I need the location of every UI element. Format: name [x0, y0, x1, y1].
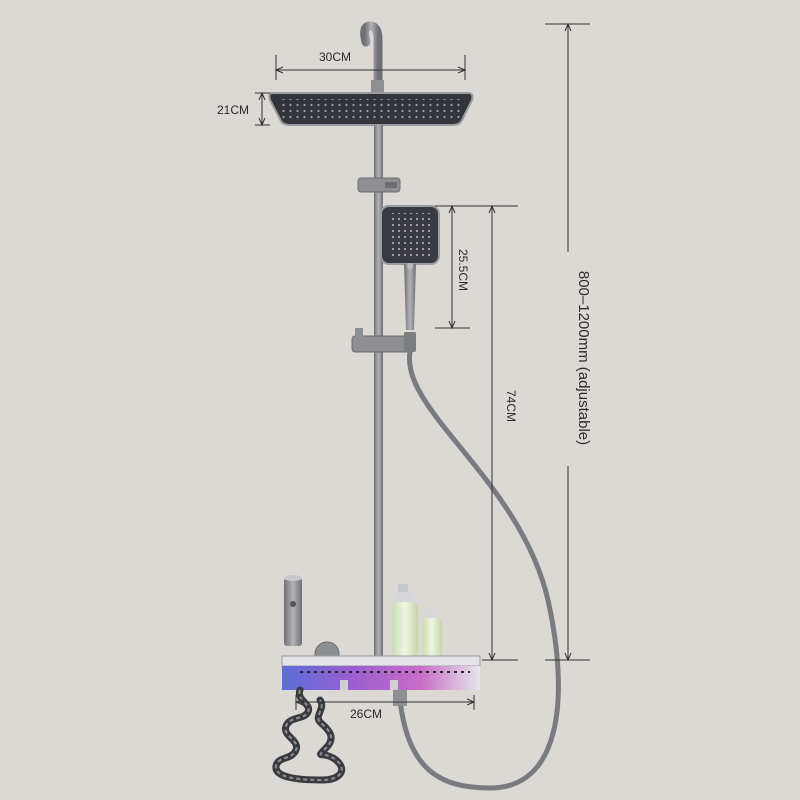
rain-head-width-label: 30CM: [319, 50, 351, 64]
hand-shower-icon: [380, 205, 440, 330]
upper-holder: [357, 177, 401, 193]
slide-bar-height-label: 74CM: [504, 390, 518, 422]
hand-shower-length-label: 25.5CM: [456, 249, 470, 291]
dimension-lines: [255, 22, 590, 710]
bottle-icon: [392, 584, 442, 658]
rain-head-icon: [268, 21, 474, 126]
shelf-width-label: 26CM: [350, 707, 382, 721]
lower-holder: [351, 328, 416, 353]
slide-bar: [374, 125, 383, 665]
tub-spout: [284, 575, 302, 646]
coiled-hose-icon: [272, 686, 346, 784]
total-height-label: 800–1200mm (adjustable): [575, 271, 592, 445]
rain-head-depth-label: 21CM: [217, 103, 249, 117]
shower-hose: [397, 349, 561, 791]
